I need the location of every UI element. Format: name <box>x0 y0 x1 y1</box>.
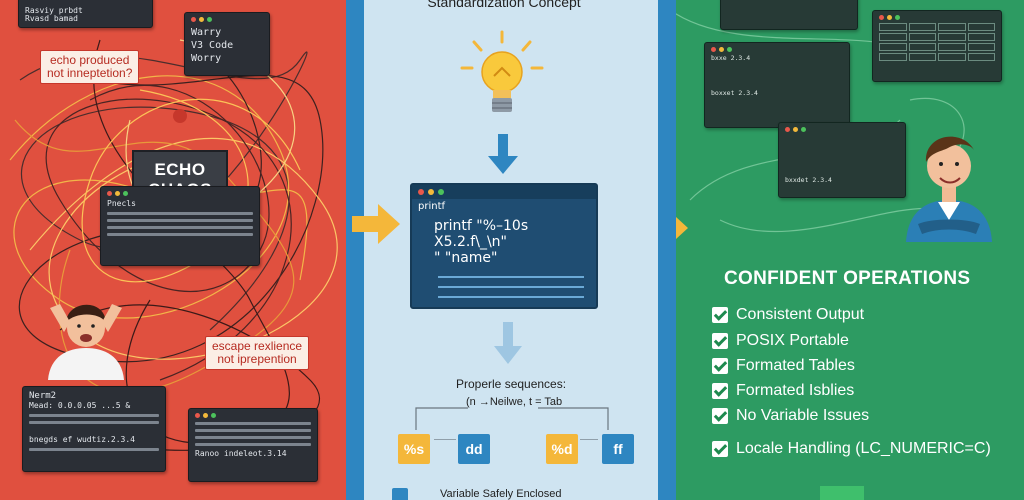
low-green-terminal: bxxdet 2.3.4 <box>778 122 906 198</box>
confident-person-icon <box>906 136 992 242</box>
check-icon <box>712 441 728 457</box>
confident-panel: bxxe 2.3.4 boxxet 2.3.4 bxxdet 2.3.4 CON… <box>660 0 1024 500</box>
sequences-title: Properle sequences: <box>456 377 567 391</box>
warry-terminal: Warry V3 Code Worry <box>184 12 270 76</box>
benefit-item: Locale Handling (LC_NUMERIC=C) <box>712 440 991 458</box>
green-badge <box>820 486 864 500</box>
echo-warning-label: echo produced not inneptetion? <box>40 50 140 84</box>
top-green-terminal <box>720 0 858 30</box>
sequence-connectors <box>415 407 609 440</box>
benefit-item: Consistent Output <box>712 306 864 324</box>
benefit-item: Formated Tables <box>712 357 855 375</box>
format-tag-ff: ff <box>602 434 634 464</box>
safe-tag-icon <box>392 488 408 500</box>
chaos-terminal: Pnecls <box>100 186 260 266</box>
printf-code: printf "%–10s X5.2.f\_\n" " "name" <box>434 218 529 266</box>
check-icon <box>712 358 728 374</box>
arrow-down-icon <box>488 134 518 174</box>
lightbulb-icon <box>460 30 544 112</box>
bottom-terminal-1: Nerm2 Mead: 0.0.0.05 ...5 & bnegds ef wu… <box>22 386 166 472</box>
benefit-item: POSIX Portable <box>712 332 849 350</box>
mid-green-terminal: bxxe 2.3.4 boxxet 2.3.4 <box>704 42 850 128</box>
sequences-subtitle: (n →Neilwe, t = Tab <box>466 396 563 408</box>
table-terminal <box>872 10 1002 82</box>
check-icon <box>712 333 728 349</box>
printf-terminal: printf printf "%–10s X5.2.f\_\n" " "name… <box>410 183 598 309</box>
panel-divider <box>346 0 364 500</box>
format-tag-s: %s <box>398 434 430 464</box>
check-icon <box>712 383 728 399</box>
arrow-down-light-icon <box>494 322 522 364</box>
benefit-item: No Variable Issues <box>712 407 869 425</box>
benefit-item: Formated Isblies <box>712 382 854 400</box>
check-icon <box>712 408 728 424</box>
top-terminal: Rasviy prbdt Rvasd bamad <box>18 0 153 28</box>
confident-title: CONFIDENT OPERATIONS <box>724 268 971 289</box>
safe-caption: Variable Safely Enclosed <box>440 488 562 500</box>
escape-warning-label: escape rexlience not iprepention <box>205 336 310 370</box>
format-tag-dd: dd <box>458 434 490 464</box>
bottom-terminal-2: Ranoo indeleot.3.14 <box>188 408 318 482</box>
panel-title: Standardization Concept <box>427 0 581 10</box>
chaos-panel: Rasviy prbdt Rvasd bamad Warry V3 Code W… <box>0 0 348 500</box>
arrow-right-icon <box>352 204 400 244</box>
standardization-panel: Standardization Concept printf printf "%… <box>348 0 660 500</box>
check-icon <box>712 307 728 323</box>
format-tag-d: %d <box>546 434 578 464</box>
panel-divider <box>658 0 676 500</box>
stressed-person-icon <box>48 304 124 380</box>
